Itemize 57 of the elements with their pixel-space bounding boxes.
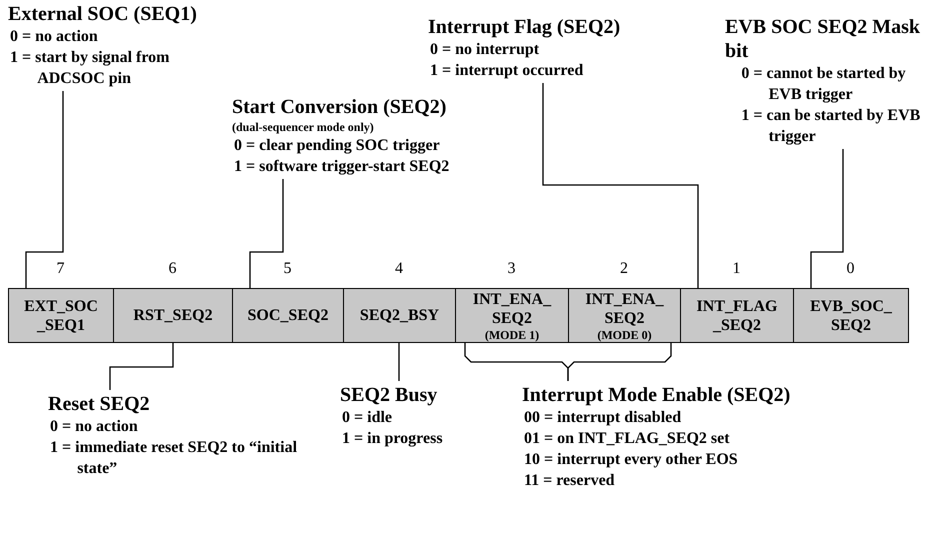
value-description: 01 = on INT_FLAG_SEQ2 set [524,429,731,449]
bit-number: 2 [619,260,629,278]
value-description: 00 = interrupt disabled [524,408,682,428]
bit-field-name: EVB_SOC_ SEQ2 [809,296,893,334]
value-description: 0 = no interrupt [430,40,540,60]
value-description: 0 = no action [50,417,139,437]
leader-line [810,149,844,288]
leader-line [249,179,284,288]
field-title: Reset SEQ2 [48,392,151,416]
register-bit-cell [455,288,569,343]
register-bit-cell [568,288,681,343]
value-description: 0 = clear pending SOC trigger [234,136,441,156]
field-title: External SOC (SEQ1) [8,2,198,26]
mode-note: (MODE 0) [597,328,652,342]
value-description: 1 = can be started by EVB trigger [740,106,922,147]
bit-field-name: INT_ENA_ SEQ2 [584,290,665,328]
bit-number: 6 [168,260,178,278]
value-description: 10 = interrupt every other EOS [524,450,739,470]
value-description: 1 = start by signal from ADCSOC pin [10,48,170,89]
value-description: 1 = software trigger-start SEQ2 [234,157,450,177]
bit-field-name: EXT_SOC _SEQ1 [23,296,99,334]
bit-number: 1 [732,260,742,278]
value-description: 11 = reserved [524,471,616,491]
mode-note: (MODE 1) [484,328,540,342]
leader-line [398,343,400,381]
field-title: Interrupt Mode Enable (SEQ2) [522,383,792,407]
value-description: 1 = in progress [342,429,444,449]
bit-number: 5 [282,260,292,278]
leader-line [109,343,174,390]
bit-field-name: RST_SEQ2 [133,306,213,325]
bit-number: 0 [846,260,856,278]
bracket-leader-line [567,343,672,381]
bit-field-name: SOC_SEQ2 [248,306,328,325]
field-title: Interrupt Flag (SEQ2) [428,15,622,39]
leader-line [542,83,699,288]
bit-number: 7 [56,260,66,278]
register-bit-cell [113,288,233,343]
field-title: Start Conversion (SEQ2) [232,95,448,119]
value-description: 0 = idle [342,408,394,428]
bit-field-name: INT_ENA_ SEQ2 [472,290,552,328]
register-bit-cell [8,288,114,343]
bit-number: 3 [506,260,516,278]
field-title: EVB SOC SEQ2 Mask bit [725,15,922,63]
field-note: (dual-sequencer mode only) [232,119,375,135]
field-title: SEQ2 Busy [340,383,438,407]
leader-line [25,91,64,288]
value-description: 1 = immediate reset SEQ2 to “initial state” [50,438,298,479]
bit-field-name: SEQ2_BSY [360,306,440,325]
register-bit-cell [232,288,344,343]
value-description: 0 = cannot be started by EVB trigger [740,64,907,105]
value-description: 0 = no action [10,27,99,47]
register-bit-cell [793,288,909,343]
bit-number: 4 [394,260,404,278]
value-description: 1 = interrupt occurred [430,61,584,81]
register-bit-cell [343,288,456,343]
register-bit-cell [680,288,794,343]
bit-field-name: INT_FLAG _SEQ2 [696,296,778,334]
